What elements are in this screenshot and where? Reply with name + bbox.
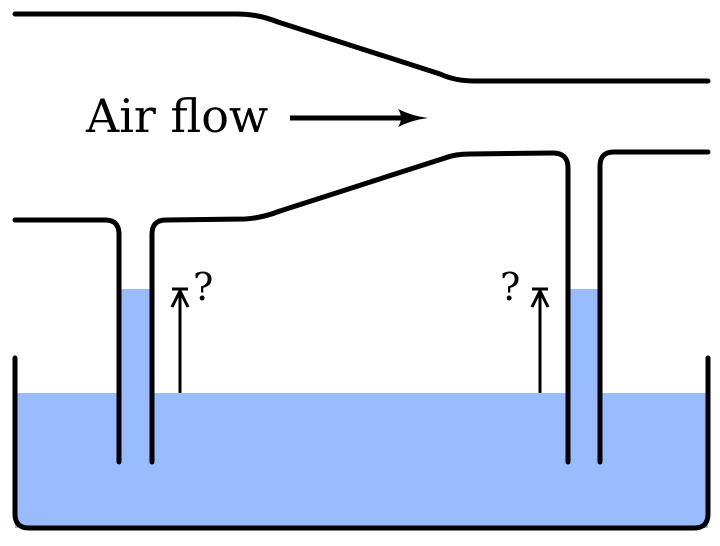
lower-pipe-wall-right-tube	[597, 149, 711, 465]
lower-pipe-wall-middle	[149, 150, 571, 465]
reservoir-water	[15, 393, 708, 528]
left-height-arrow	[170, 287, 190, 393]
reservoir-container	[12, 355, 711, 531]
right-height-arrow	[530, 287, 550, 393]
air-flow-arrow	[290, 109, 428, 127]
left-tube-water	[119, 289, 152, 399]
lower-pipe-wall-with-left-tube	[12, 217, 122, 465]
right-tube-water	[568, 289, 600, 399]
left-question-mark: ?	[193, 265, 213, 309]
right-question-mark: ?	[500, 265, 520, 309]
upper-pipe-wall	[12, 11, 711, 84]
air-flow-label: Air flow	[85, 89, 268, 143]
water	[15, 289, 708, 528]
